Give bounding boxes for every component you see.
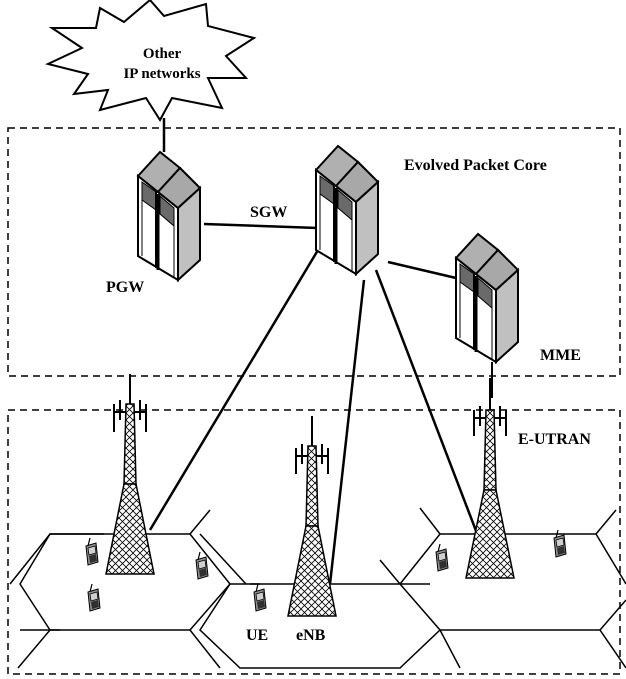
ip-networks-cloud [45,0,257,122]
mme-label: MME [540,347,581,364]
core-region-border [7,127,621,377]
mme-server-icon [454,232,520,364]
ue-phone-icon [253,583,267,612]
ue-phone-icon [195,551,209,580]
ue-label: UE [246,627,268,644]
enb-tower-center-icon [287,416,337,617]
ran-region-label: E-UTRAN [518,431,591,448]
cell-grid [9,507,626,669]
enb-tower-right-icon [465,378,515,579]
sgw-enb3-link [374,269,480,537]
pgw-sgw-link [203,222,319,230]
sgw-enb1-link [148,249,320,531]
ue-phone-icon [435,543,449,572]
enb-label: eNB [296,627,326,644]
cloud-label-line2: IP networks [123,66,200,82]
ue-phone-icon [87,583,101,612]
sgw-mme-link [387,260,457,280]
pgw-server-icon [136,150,202,282]
core-region-label: Evolved Packet Core [404,157,547,174]
sgw-server-icon [314,144,380,276]
pgw-label: PGW [106,279,144,296]
ran-region-border [7,409,621,675]
cloud-label-line1: Other [143,46,182,62]
sgw-label: SGW [250,204,287,221]
ue-phone-icon [85,537,99,566]
sgw-enb2-link [328,279,366,585]
enb-tower-left-icon [105,374,155,575]
